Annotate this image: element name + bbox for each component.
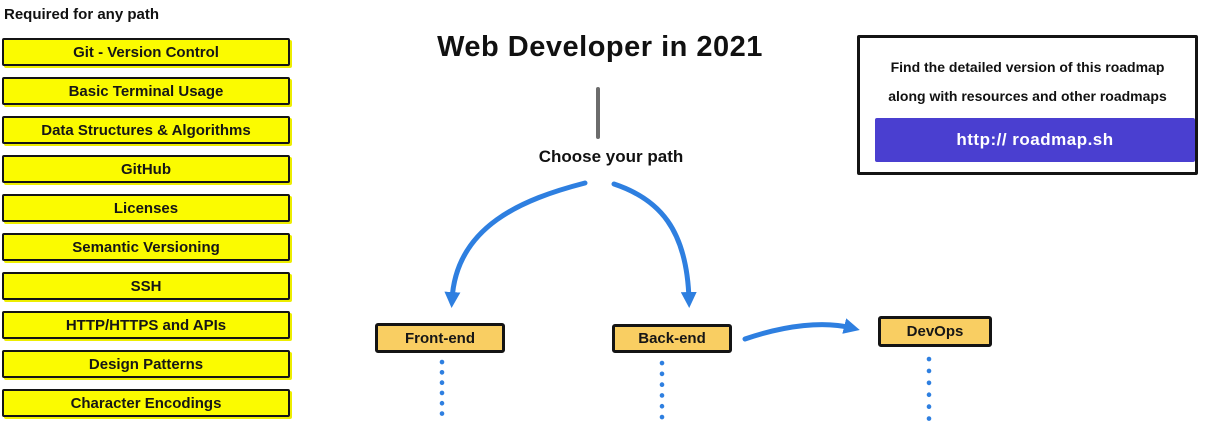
arrow-backend-to-devops bbox=[742, 318, 860, 342]
node-front-end[interactable]: Front-end bbox=[375, 323, 505, 353]
info-text: Find the detailed version of this roadma… bbox=[860, 38, 1195, 111]
info-text-line2: along with resources and other roadmaps bbox=[888, 88, 1167, 104]
roadmap-link-button[interactable]: http:// roadmap.sh bbox=[875, 118, 1195, 162]
arrow-choose-to-frontend bbox=[444, 180, 588, 308]
required-topics-section: Required for any path Git - Version Cont… bbox=[2, 6, 290, 417]
topic-design-patterns[interactable]: Design Patterns bbox=[2, 350, 290, 378]
page-title: Web Developer in 2021 bbox=[437, 31, 763, 63]
trunk-line bbox=[596, 87, 600, 139]
topic-licenses[interactable]: Licenses bbox=[2, 194, 290, 222]
choose-path-label: Choose your path bbox=[538, 147, 684, 166]
arrow-choose-to-backend bbox=[611, 181, 697, 308]
topic-github[interactable]: GitHub bbox=[2, 155, 290, 183]
topic-terminal[interactable]: Basic Terminal Usage bbox=[2, 77, 290, 105]
topic-semver[interactable]: Semantic Versioning bbox=[2, 233, 290, 261]
required-topics-heading: Required for any path bbox=[4, 6, 160, 23]
topic-git[interactable]: Git - Version Control bbox=[2, 38, 290, 66]
node-devops[interactable]: DevOps bbox=[878, 316, 992, 347]
topic-dsa[interactable]: Data Structures & Algorithms bbox=[2, 116, 290, 144]
roadmap-info-box: Find the detailed version of this roadma… bbox=[857, 35, 1198, 175]
info-text-line1: Find the detailed version of this roadma… bbox=[890, 59, 1165, 75]
topic-http-apis[interactable]: HTTP/HTTPS and APIs bbox=[2, 311, 290, 339]
required-topics-list: Git - Version Control Basic Terminal Usa… bbox=[2, 38, 290, 417]
topic-encodings[interactable]: Character Encodings bbox=[2, 389, 290, 417]
topic-ssh[interactable]: SSH bbox=[2, 272, 290, 300]
node-back-end[interactable]: Back-end bbox=[612, 324, 732, 353]
